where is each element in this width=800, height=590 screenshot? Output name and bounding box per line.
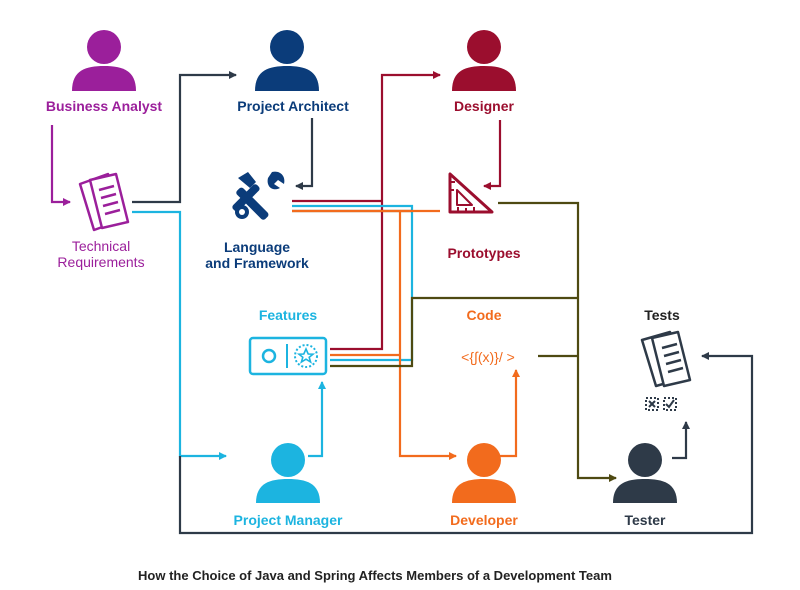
arrow-requirements-to-manager xyxy=(132,210,227,460)
arrow-requirements-to-architect xyxy=(132,71,237,204)
figure-caption: How the Choice of Java and Spring Affect… xyxy=(138,568,612,583)
arrow-manager-to-features xyxy=(308,381,326,458)
arrow-analyst-to-requirements xyxy=(50,125,71,206)
code-icon: <{∫(x)}/ > xyxy=(461,349,515,365)
arrow-prototypes-to-tester xyxy=(498,201,617,482)
line-language-to-features-cyan xyxy=(292,204,414,362)
person-icon-business-analyst xyxy=(72,30,136,91)
artifact-label-technical: Technical xyxy=(72,238,130,254)
artifact-label-requirements: Requirements xyxy=(57,254,144,270)
artifact-label-features: Features xyxy=(259,307,318,323)
person-icon-designer xyxy=(452,30,516,91)
artifact-label-prototypes: Prototypes xyxy=(447,245,520,261)
connectors xyxy=(50,71,754,535)
arrow-requirements-to-tests xyxy=(178,352,754,535)
role-label-business-analyst: Business Analyst xyxy=(46,98,163,114)
role-label-developer: Developer xyxy=(450,512,518,528)
role-label-project-architect: Project Architect xyxy=(237,98,349,114)
person-icon-project-manager xyxy=(256,443,320,503)
x-check-icon xyxy=(645,397,677,411)
artifact-label-code: Code xyxy=(467,307,502,323)
arrow-designer-to-prototypes xyxy=(483,120,502,190)
role-label-designer: Designer xyxy=(454,98,514,114)
arrow-architect-to-language xyxy=(295,118,314,190)
arrow-tester-to-tests xyxy=(672,421,690,460)
artifact-label-language: Language xyxy=(224,239,290,255)
arrow-developer-to-code xyxy=(494,369,520,458)
triangle-ruler-icon xyxy=(448,172,494,214)
artifact-label-tests: Tests xyxy=(644,307,680,323)
line-features-olive xyxy=(330,296,578,368)
wrench-screwdriver-icon xyxy=(232,171,285,220)
arrow-language-to-developer xyxy=(398,211,457,460)
person-icon-tester xyxy=(613,443,677,503)
person-icon-project-architect xyxy=(255,30,319,91)
role-label-project-manager: Project Manager xyxy=(234,512,343,528)
role-label-tester: Tester xyxy=(625,512,667,528)
artifact-label-framework: and Framework xyxy=(205,255,309,271)
tests-documents-icon xyxy=(640,330,692,388)
documents-icon xyxy=(78,172,130,232)
person-icon-developer xyxy=(452,443,516,503)
feature-panel-icon xyxy=(248,336,328,376)
